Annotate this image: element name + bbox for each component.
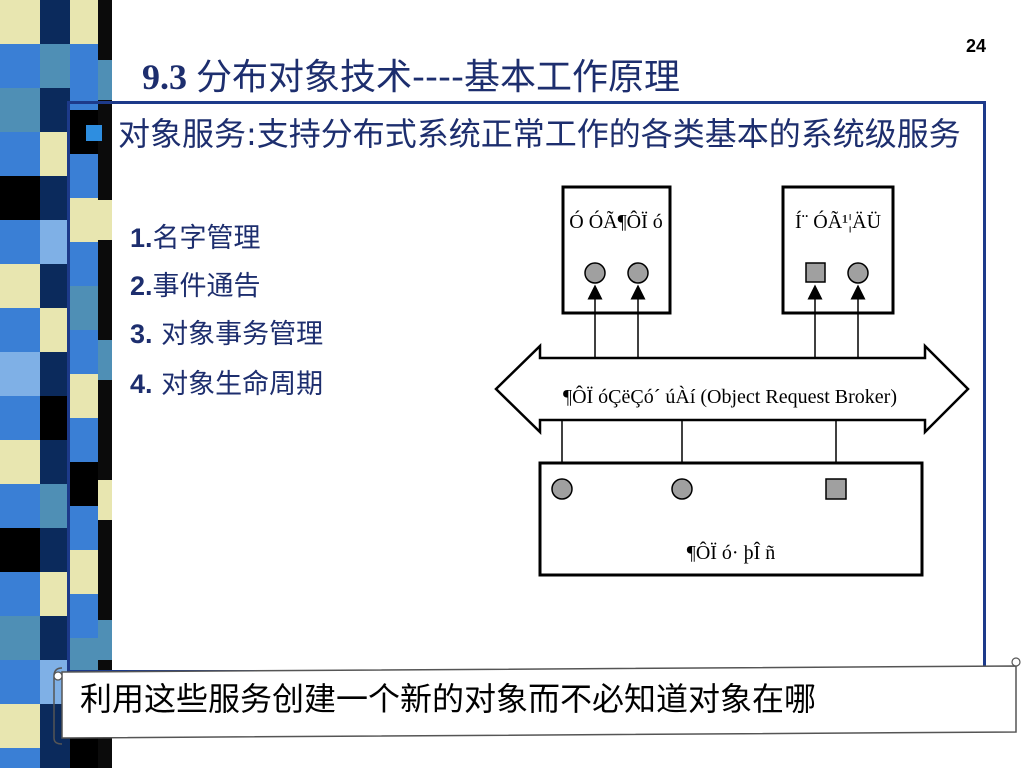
facility-box-label: Í¨ ÓÃ¹¦ÄÜ <box>795 209 882 233</box>
banner-scroll <box>61 665 1017 739</box>
facility-node-circle <box>847 262 869 284</box>
subitem-label: 对象生命周期 <box>152 369 324 400</box>
banner-text: 利用这些服务创建一个新的对象而不必知道对象在哪 <box>80 680 817 718</box>
scroll-curl-dot-right <box>1011 657 1021 667</box>
facility-box <box>781 185 895 315</box>
service-node-square <box>825 478 847 500</box>
client-node-1 <box>584 262 606 284</box>
object-services-label: ¶ÔÏ ó· þÎ ñ <box>687 540 776 564</box>
subitem-label: 事件通告 <box>152 271 261 302</box>
subitem-number: 2. <box>130 271 153 301</box>
scroll-curl-left <box>53 667 63 745</box>
page-number: 24 <box>965 36 986 56</box>
bullet-square-icon <box>86 125 102 141</box>
bullet-text: 对象服务:支持分布式系统正常工作的各类基本的系统级服务 <box>118 115 961 153</box>
subitem-1: 1.名字管理 <box>130 216 261 255</box>
subitem-number: 1. <box>130 223 153 253</box>
subitem-label: 对象事务管理 <box>152 319 324 350</box>
subitem-2: 2.事件通告 <box>130 264 261 303</box>
orb-bus-arrow <box>494 342 970 436</box>
title-prefix: 9.3 <box>142 57 187 97</box>
facility-node-square <box>805 262 826 283</box>
decorative-stripe <box>0 0 112 768</box>
orb-label: ¶ÔÏ óÇëÇó´ úÀí (Object Request Broker) <box>563 384 897 408</box>
client-box <box>561 185 672 315</box>
title-text: 分布对象技术----基本工作原理 <box>196 57 680 98</box>
subitem-4: 4. 对象生命周期 <box>130 362 323 401</box>
service-node-1 <box>551 478 573 500</box>
client-box-label: Ó ÓÃ¶ÔÏ ó <box>569 209 663 233</box>
scroll-curl-dot-left <box>53 671 63 681</box>
service-node-2 <box>671 478 693 500</box>
subitem-number: 3. <box>130 319 153 349</box>
subitem-label: 名字管理 <box>152 223 261 254</box>
subitem-number: 4. <box>130 369 153 399</box>
subitem-3: 3. 对象事务管理 <box>130 312 323 351</box>
client-node-2 <box>627 262 649 284</box>
slide-title: 9.3 分布对象技术----基本工作原理 <box>142 48 680 100</box>
object-services-box <box>538 461 924 577</box>
